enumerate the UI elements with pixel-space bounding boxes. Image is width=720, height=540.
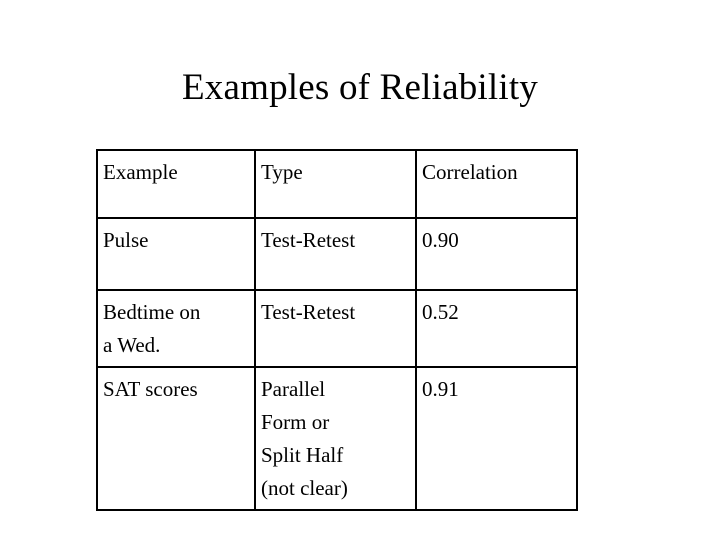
- table-cell-correlation: 0.91: [415, 366, 578, 511]
- table-header-cell-example: Example: [96, 149, 256, 219]
- table-cell-example: Bedtime on a Wed.: [96, 289, 256, 368]
- cell-value-type: Parallel Form or Split Half (not clear): [261, 377, 348, 500]
- cell-value-type: Test-Retest: [261, 300, 356, 324]
- table-cell-correlation: 0.52: [415, 289, 578, 368]
- cell-value-correlation: 0.91: [422, 377, 459, 401]
- table-row: SAT scores Parallel Form or Split Half (…: [96, 366, 578, 511]
- cell-value-example: Bedtime on a Wed.: [103, 300, 201, 357]
- header-label-example: Example: [103, 160, 178, 184]
- cell-value-correlation: 0.52: [422, 300, 459, 324]
- table-cell-type: Test-Retest: [254, 289, 417, 368]
- cell-value-correlation: 0.90: [422, 228, 459, 252]
- header-label-type: Type: [261, 160, 303, 184]
- table-cell-correlation: 0.90: [415, 217, 578, 291]
- table-cell-example: Pulse: [96, 217, 256, 291]
- page-title: Examples of Reliability: [181, 67, 539, 108]
- table-header-cell-type: Type: [254, 149, 417, 219]
- table-header-cell-correlation: Correlation: [415, 149, 578, 219]
- reliability-examples-table: Example Type Correlation Pulse Test-Rete…: [96, 149, 578, 511]
- header-label-correlation: Correlation: [422, 160, 518, 184]
- cell-value-example: Pulse: [103, 228, 149, 252]
- table-cell-type: Test-Retest: [254, 217, 417, 291]
- cell-value-type: Test-Retest: [261, 228, 356, 252]
- table-cell-example: SAT scores: [96, 366, 256, 511]
- table-row: Pulse Test-Retest 0.90: [96, 217, 578, 291]
- table-cell-type: Parallel Form or Split Half (not clear): [254, 366, 417, 511]
- table-row: Bedtime on a Wed. Test-Retest 0.52: [96, 289, 578, 368]
- cell-value-example: SAT scores: [103, 377, 198, 401]
- table-header-row: Example Type Correlation: [96, 149, 578, 219]
